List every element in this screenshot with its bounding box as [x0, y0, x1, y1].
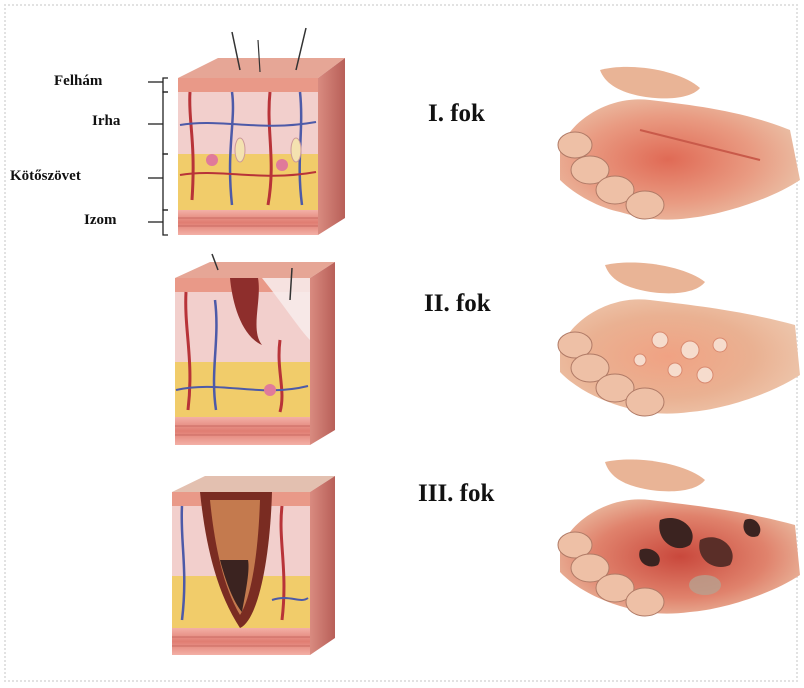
degree-label-first: I. fok [428, 100, 485, 128]
hand-third-degree [558, 459, 800, 616]
hand-second-degree [558, 262, 800, 416]
skin-section-first-degree [148, 28, 345, 235]
degree-label-third: III. fok [418, 480, 494, 508]
label-muscle: Izom [84, 212, 117, 229]
hand-first-degree [558, 67, 800, 220]
label-epidermis: Felhám [54, 73, 102, 90]
skin-section-third-degree [172, 476, 335, 655]
skin-section-second-degree [175, 254, 335, 445]
label-dermis: Irha [92, 113, 120, 130]
degree-label-second: II. fok [424, 290, 491, 318]
label-connective-tissue: Kötőszövet [10, 168, 81, 185]
